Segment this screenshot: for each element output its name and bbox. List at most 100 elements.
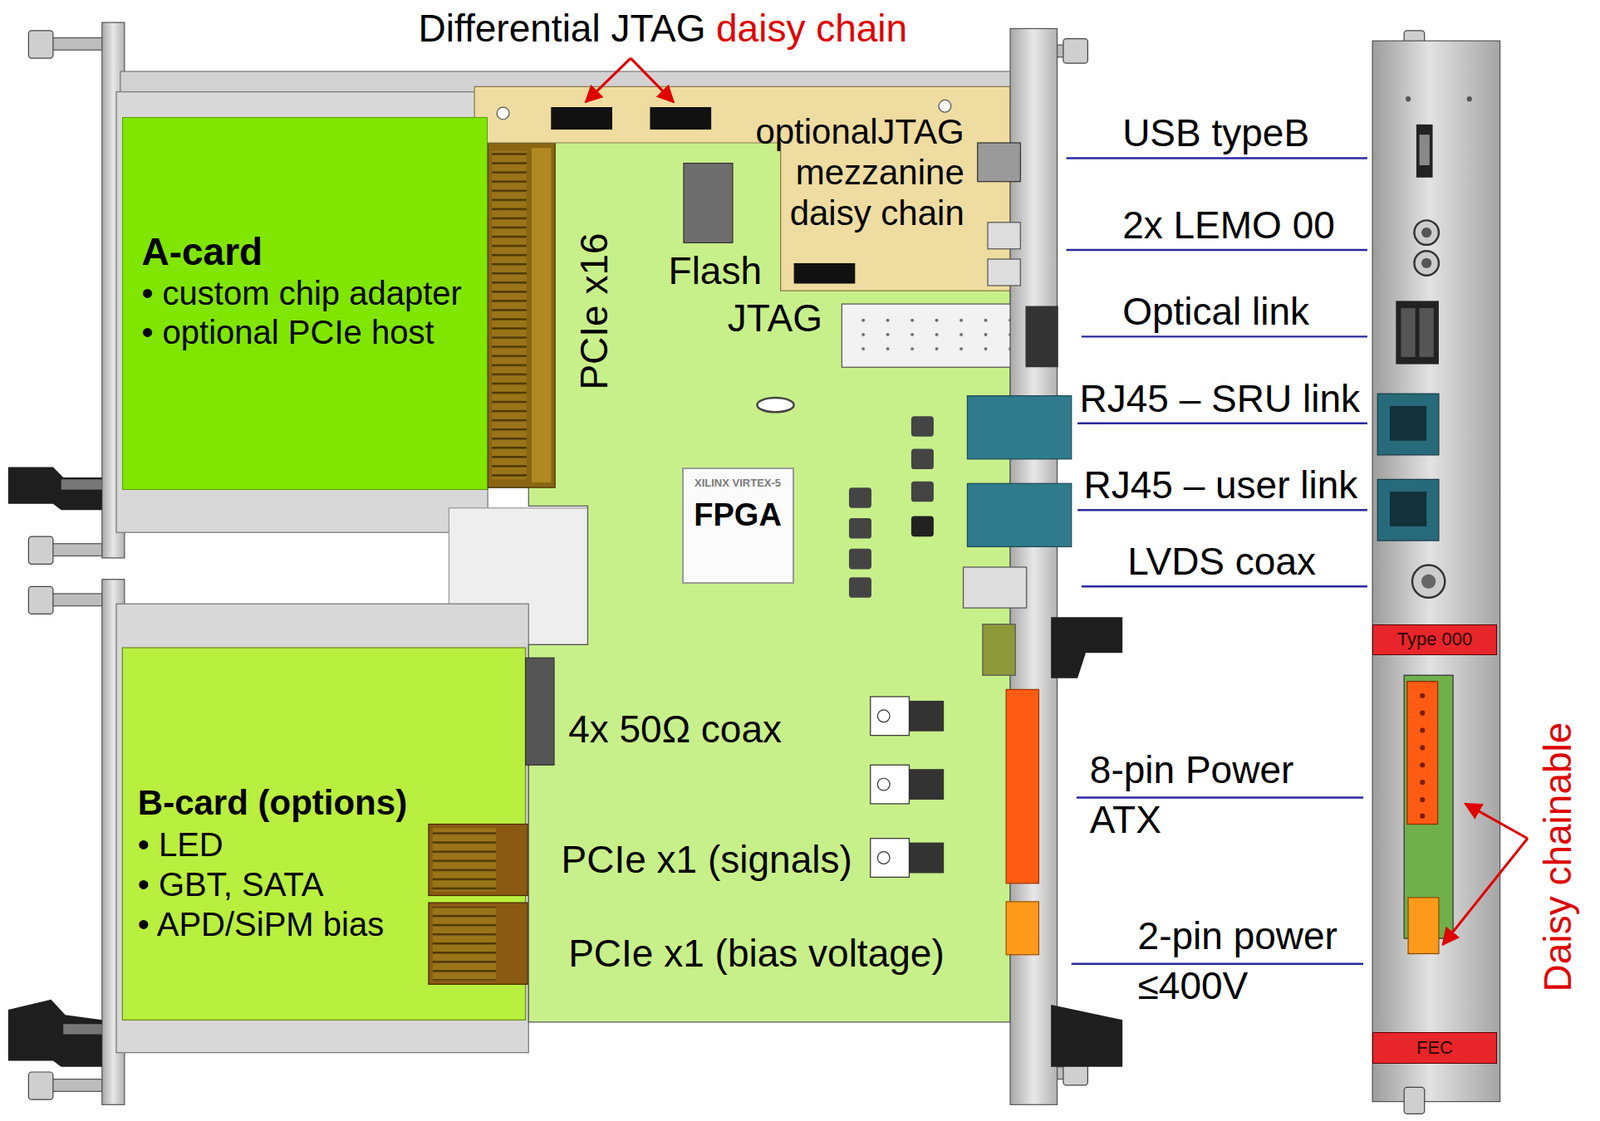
port-label: LVDS coax	[1127, 536, 1316, 587]
callout-title: daisy chain	[716, 3, 908, 54]
regulator-body	[908, 769, 944, 800]
callout-arrow	[1442, 839, 1528, 946]
power-connector-8pin	[1006, 689, 1039, 884]
knob-shaft	[50, 1079, 102, 1093]
jtag-connector	[794, 263, 856, 285]
crystal	[756, 397, 794, 413]
lemo-port	[1413, 250, 1439, 275]
small-ic	[849, 577, 872, 599]
power-pin	[1419, 727, 1425, 733]
lemo-port-pin	[1421, 258, 1432, 269]
type-tag: Type 000	[1372, 624, 1497, 656]
connector-slots	[432, 907, 496, 981]
b-card: B-card (options)• LED• GBT, SATA• APD/Si…	[122, 647, 526, 1021]
callout-arrow	[630, 58, 674, 103]
jtag-mezzanine: optionalJTAG mezzanine daisy chain	[714, 111, 970, 240]
part-label: JTAG	[727, 293, 823, 344]
port-label: RJ45 – SRU link	[1079, 373, 1360, 424]
leader-line	[1077, 509, 1368, 511]
card-option: • GBT, SATA	[137, 864, 522, 905]
lvds-connector	[963, 567, 1027, 609]
callout-arrow	[585, 58, 631, 103]
lvds-port	[1412, 565, 1445, 599]
flash-chip	[683, 163, 733, 244]
optical-port	[1395, 300, 1439, 364]
sfp-vents	[857, 314, 1011, 358]
port-label: RJ45 – user link	[1083, 460, 1358, 511]
handle-grip	[63, 1024, 103, 1035]
pcie-x16-connector	[487, 142, 555, 488]
small-ic	[911, 516, 934, 538]
leader-line	[1081, 335, 1368, 338]
card-feature: • custom chip adapter	[142, 274, 484, 314]
lemo-connector	[987, 259, 1021, 286]
chip-logo: XILINX VIRTEX-5	[687, 476, 788, 491]
card-title: B-card (options)	[137, 780, 522, 825]
card-option: • LED	[137, 824, 522, 865]
b-card-pcb	[122, 647, 526, 1021]
rj45-port	[1377, 393, 1439, 456]
panel-handle	[8, 467, 103, 511]
misc-block	[982, 624, 1016, 676]
small-ic	[849, 549, 872, 570]
lvds-port-pin	[1421, 574, 1436, 589]
rj45-port-inner	[1389, 406, 1427, 442]
usb-port	[1416, 124, 1434, 178]
power-pin	[1419, 814, 1425, 820]
knob-shaft	[50, 593, 102, 607]
connector-label: 4x 50Ω coax	[568, 704, 782, 755]
power-pin	[1419, 745, 1425, 751]
power-port-2pin	[1408, 898, 1439, 955]
usb-port-inner	[1419, 134, 1430, 166]
lemo-connector	[987, 222, 1021, 250]
port-label: USB typeB	[1122, 107, 1310, 158]
a-card-plate	[116, 92, 488, 534]
small-ic	[849, 487, 872, 509]
regulator-tab	[870, 765, 910, 805]
port-label: Optical link	[1122, 286, 1310, 337]
panel-knob	[28, 536, 53, 565]
lemo-port	[1413, 220, 1439, 245]
usb-connector	[977, 142, 1021, 182]
small-ic	[911, 416, 934, 437]
rj45-port-inner	[1389, 491, 1427, 527]
b-card-connector	[428, 903, 528, 985]
b-card-plate	[116, 603, 529, 1053]
sfp-cage	[841, 304, 1026, 368]
connector-label: PCIe x16	[569, 232, 619, 390]
regulator-tab	[870, 839, 910, 879]
sfp-bezel	[1025, 306, 1058, 369]
panel-handle	[1050, 617, 1123, 679]
chip-label: FPGA	[687, 490, 788, 540]
regulator-hole	[877, 778, 890, 791]
regulator-body	[908, 701, 944, 732]
front-view-panel	[1372, 40, 1501, 1102]
handle-grip	[61, 479, 103, 490]
regulator-hole	[877, 710, 890, 723]
panel-handle	[8, 1000, 103, 1068]
connector-label: PCIe x1 (bias voltage)	[568, 928, 945, 979]
tag-text: FEC	[1375, 1037, 1495, 1060]
port-label: 8-pin Power ATX	[1089, 745, 1315, 845]
rj45-connector	[966, 483, 1071, 547]
power-port-8pin	[1407, 682, 1439, 825]
regulator-hole	[877, 852, 890, 865]
b-card-connector	[428, 824, 528, 897]
fec-tag: FEC	[1372, 1032, 1497, 1065]
power-pin	[1419, 780, 1425, 786]
panel-dot	[1467, 96, 1473, 102]
small-ic	[911, 448, 934, 470]
lemo-port-pin	[1421, 227, 1432, 238]
panel-knob	[1403, 1087, 1425, 1115]
panel-knob	[28, 1072, 53, 1100]
mount-hole	[938, 99, 952, 113]
optical-port-inner	[1400, 308, 1415, 358]
rj45-port	[1377, 479, 1439, 541]
panel-knob	[28, 586, 53, 614]
a-card: A-card• custom chip adapter• optional PC…	[122, 117, 488, 490]
power-pin	[1419, 762, 1425, 768]
callout-note: Daisy chainable	[1533, 721, 1584, 992]
knob-shaft	[50, 37, 102, 50]
jtag-connector	[550, 107, 613, 130]
